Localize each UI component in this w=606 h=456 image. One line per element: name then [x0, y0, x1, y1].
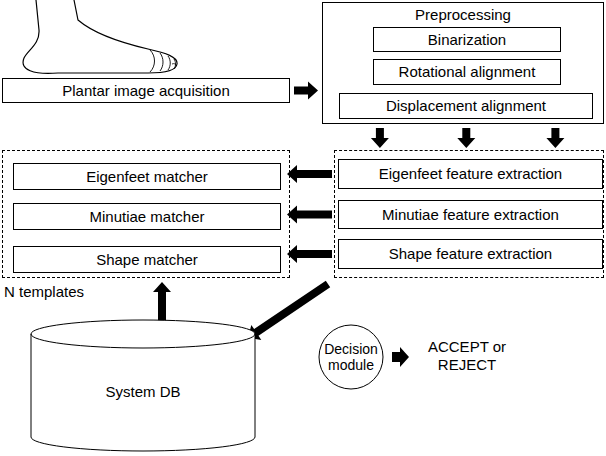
block-arrow — [371, 128, 389, 148]
block-arrow — [294, 82, 318, 100]
block-arrow — [546, 128, 564, 148]
block-arrow — [153, 282, 171, 324]
block-arrow — [287, 165, 332, 183]
node-text: Plantar image acquisition — [62, 82, 230, 99]
node-text: Eigenfeet feature extraction — [379, 165, 562, 182]
result-label: ACCEPT or REJECT — [417, 338, 517, 374]
node-text: Minutiae feature extraction — [382, 206, 559, 223]
node-text: Eigenfeet matcher — [86, 168, 208, 185]
process-box: Displacement alignment — [339, 93, 593, 119]
extraction-group: Eigenfeet feature extractionMinutiae fea… — [334, 150, 604, 278]
templates-label: N templates — [4, 283, 114, 301]
database-cylinder: System DB — [30, 320, 256, 452]
node-text: Shape matcher — [96, 251, 198, 268]
block-arrow — [248, 281, 330, 340]
result-arrow — [392, 347, 409, 367]
node-text: Minutiae matcher — [89, 208, 204, 225]
block-arrow — [457, 128, 475, 148]
decision-circle: Decision module — [318, 324, 384, 390]
block-arrow — [287, 206, 332, 224]
process-box: Minutiae feature extraction — [338, 200, 603, 229]
preprocessing-panel: PreprocessingBinarizationRotational alig… — [322, 2, 604, 124]
node-text: Preprocessing — [323, 6, 603, 23]
process-box: Minutiae matcher — [13, 203, 281, 230]
process-box: Eigenfeet feature extraction — [338, 159, 603, 189]
matcher-group: Eigenfeet matcherMinutiae matcherShape m… — [2, 150, 290, 278]
node-text: Rotational alignment — [399, 63, 536, 80]
node-text: System DB — [105, 383, 180, 400]
process-box: Shape matcher — [13, 246, 281, 273]
block-arrow — [287, 245, 332, 263]
node-text: Shape feature extraction — [389, 245, 552, 262]
process-box: Plantar image acquisition — [2, 78, 290, 103]
foot-illustration — [23, 0, 177, 73]
node-text: Binarization — [428, 31, 506, 48]
process-box: Shape feature extraction — [338, 239, 603, 269]
node-text: Displacement alignment — [386, 97, 546, 114]
process-box: Rotational alignment — [373, 59, 561, 85]
process-box: Eigenfeet matcher — [13, 163, 281, 190]
node-text: Decision module — [318, 341, 384, 373]
process-box: Binarization — [373, 27, 561, 52]
